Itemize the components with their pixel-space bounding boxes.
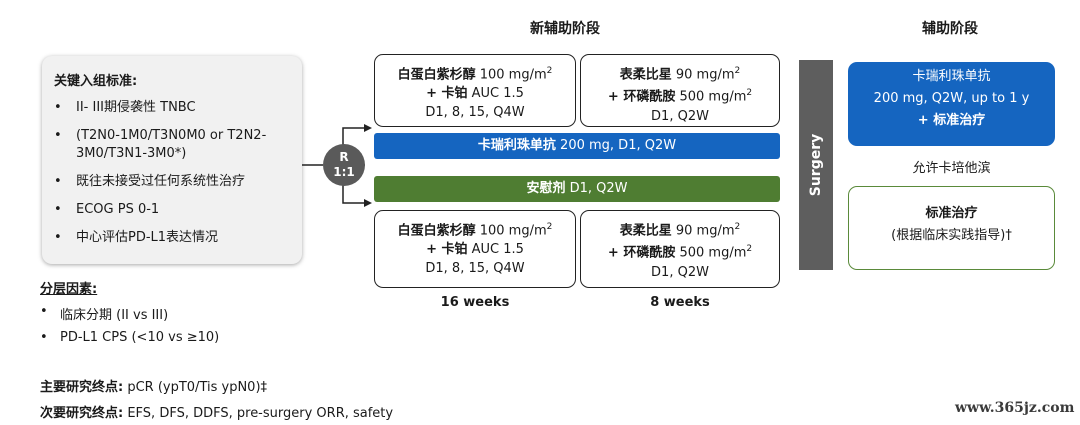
criteria-item: • 既往未接受过任何系统性治疗 bbox=[54, 173, 290, 191]
plus-sign: + bbox=[607, 245, 624, 261]
drug-dose: 90 mg/m bbox=[671, 67, 735, 83]
standard-therapy: 标准治疗 bbox=[933, 113, 986, 128]
superscript: 2 bbox=[746, 88, 753, 99]
bottom-chemo-box-1: 白蛋白紫杉醇 100 mg/m2 + 卡铂 AUC 1.5 D1, 8, 15,… bbox=[374, 210, 576, 288]
drug-name: 白蛋白紫杉醇 bbox=[397, 223, 476, 239]
criteria-item: • ECOG PS 0-1 bbox=[54, 201, 290, 219]
schedule: D1, Q2W bbox=[651, 108, 709, 124]
superscript: 2 bbox=[734, 66, 741, 76]
drug-dose: 200 mg, D1, Q2W bbox=[555, 138, 677, 153]
standard-therapy-title: 标准治疗 bbox=[925, 206, 978, 221]
adjuvant-phase-label: 辅助阶段 bbox=[922, 21, 978, 37]
drug-dose: 100 mg/m bbox=[475, 223, 547, 239]
stratification-title: 分层因素: bbox=[40, 282, 98, 297]
drug-name: 环磷酰胺 bbox=[623, 245, 676, 261]
plus-sign: + bbox=[426, 86, 442, 102]
drug-dose: 100 mg/m bbox=[475, 67, 547, 83]
adjuvant-standard-box: 标准治疗 (根据临床实践指导)† bbox=[848, 186, 1055, 270]
drug-dose: 90 mg/m bbox=[671, 223, 735, 239]
drug-name: 环磷酰胺 bbox=[623, 89, 676, 105]
surgery-label: Surgery bbox=[808, 133, 824, 197]
drug-name: 表柔比星 bbox=[619, 67, 672, 83]
secondary-endpoint-value: EFS, DFS, DDFS, pre-surgery ORR, safety bbox=[123, 406, 394, 421]
stratification-item: • PD-L1 CPS (<10 vs ≥10) bbox=[40, 330, 219, 345]
watermark: www.365jz.com bbox=[955, 400, 1075, 416]
primary-endpoint-value: pCR (ypT0/Tis ypN0)‡ bbox=[123, 380, 268, 395]
bullet: • bbox=[40, 304, 48, 319]
primary-endpoint: 主要研究终点: pCR (ypT0/Tis ypN0)‡ bbox=[40, 376, 267, 395]
drug-dose: 500 mg/m bbox=[675, 245, 747, 261]
stratification-item-text: 临床分期 (II vs III) bbox=[60, 308, 169, 323]
secondary-endpoint-label: 次要研究终点: bbox=[40, 406, 124, 421]
bullet: • bbox=[54, 202, 62, 217]
top-chemo-box-2: 表柔比星 90 mg/m2 + 环磷酰胺 500 mg/m2 D1, Q2W bbox=[580, 54, 780, 127]
plus-sign: + bbox=[917, 113, 934, 128]
secondary-endpoint: 次要研究终点: EFS, DFS, DDFS, pre-surgery ORR,… bbox=[40, 402, 393, 421]
randomization-ratio: 1:1 bbox=[333, 165, 355, 179]
drug-name: 卡铂 bbox=[441, 242, 468, 258]
bullet: • bbox=[54, 230, 62, 245]
surgery-bar: Surgery bbox=[799, 60, 833, 270]
primary-endpoint-label: 主要研究终点: bbox=[40, 380, 124, 395]
drug-name: 卡铂 bbox=[441, 86, 468, 102]
weeks-8-label: 8 weeks bbox=[650, 295, 710, 310]
bullet: • bbox=[54, 128, 62, 143]
drug-dose: AUC 1.5 bbox=[467, 86, 524, 102]
capecitabine-note: 允许卡培他滨 bbox=[912, 161, 991, 176]
plus-sign: + bbox=[607, 89, 624, 105]
drug-name: 卡瑞利珠单抗 bbox=[477, 138, 556, 153]
criteria-item: • II- III期侵袭性 TNBC bbox=[54, 99, 290, 117]
randomization-circle: R 1:1 bbox=[323, 144, 365, 186]
weeks-16-label: 16 weeks bbox=[440, 295, 510, 310]
adjuvant-camrelizumab-box: 卡瑞利珠单抗 200 mg, Q2W, up to 1 y + 标准治疗 bbox=[848, 62, 1055, 146]
superscript: 2 bbox=[734, 222, 741, 232]
criteria-item-text: 中心评估PD-L1表达情况 bbox=[76, 230, 219, 245]
drug-name: 白蛋白紫杉醇 bbox=[397, 67, 476, 83]
criteria-title: 关键入组标准: bbox=[54, 74, 138, 89]
bottom-chemo-box-2: 表柔比星 90 mg/m2 + 环磷酰胺 500 mg/m2 D1, Q2W bbox=[580, 210, 780, 288]
plus-sign: + bbox=[426, 242, 442, 258]
drug-name: 表柔比星 bbox=[619, 223, 672, 239]
drug-name: 安慰剂 bbox=[526, 181, 566, 196]
adjuvant-drug: 卡瑞利珠单抗 bbox=[912, 69, 991, 84]
adjuvant-dose: 200 mg, Q2W, up to 1 y bbox=[873, 91, 1030, 106]
superscript: 2 bbox=[546, 222, 553, 232]
inclusion-criteria-box: 关键入组标准: • II- III期侵袭性 TNBC • (T2N0-1M0/T… bbox=[42, 56, 302, 264]
bullet: • bbox=[54, 100, 62, 115]
criteria-item: • (T2N0-1M0/T3N0M0 or T2N2-3M0/T3N1-3M0*… bbox=[54, 127, 290, 163]
neoadjuvant-phase-label: 新辅助阶段 bbox=[530, 21, 600, 37]
schedule: D1, Q2W bbox=[651, 264, 709, 280]
superscript: 2 bbox=[546, 66, 553, 76]
schedule: D1, 8, 15, Q4W bbox=[425, 261, 525, 277]
drug-dose: AUC 1.5 bbox=[467, 242, 524, 258]
schedule: D1, 8, 15, Q4W bbox=[425, 105, 525, 121]
randomization-r: R bbox=[339, 150, 349, 164]
bullet: • bbox=[54, 174, 62, 189]
placebo-bar: 安慰剂 D1, Q2W bbox=[374, 176, 780, 202]
criteria-item-text: 既往未接受过任何系统性治疗 bbox=[76, 174, 246, 189]
bullet: • bbox=[40, 330, 48, 345]
superscript: 2 bbox=[746, 244, 753, 255]
drug-dose: 500 mg/m bbox=[675, 89, 747, 105]
criteria-item: • 中心评估PD-L1表达情况 bbox=[54, 229, 290, 247]
criteria-item-text: ECOG PS 0-1 bbox=[76, 202, 160, 217]
criteria-item-text: (T2N0-1M0/T3N0M0 or T2N2-3M0/T3N1-3M0*) bbox=[76, 128, 267, 161]
stratification-item: • 临床分期 (II vs III) bbox=[40, 304, 168, 323]
camrelizumab-bar: 卡瑞利珠单抗 200 mg, D1, Q2W bbox=[374, 133, 780, 159]
stratification-item-text: PD-L1 CPS (<10 vs ≥10) bbox=[60, 330, 220, 345]
drug-dose: D1, Q2W bbox=[565, 181, 628, 196]
standard-therapy-note: (根据临床实践指导)† bbox=[891, 228, 1012, 243]
top-chemo-box-1: 白蛋白紫杉醇 100 mg/m2 + 卡铂 AUC 1.5 D1, 8, 15,… bbox=[374, 54, 576, 127]
criteria-item-text: II- III期侵袭性 TNBC bbox=[76, 100, 196, 115]
